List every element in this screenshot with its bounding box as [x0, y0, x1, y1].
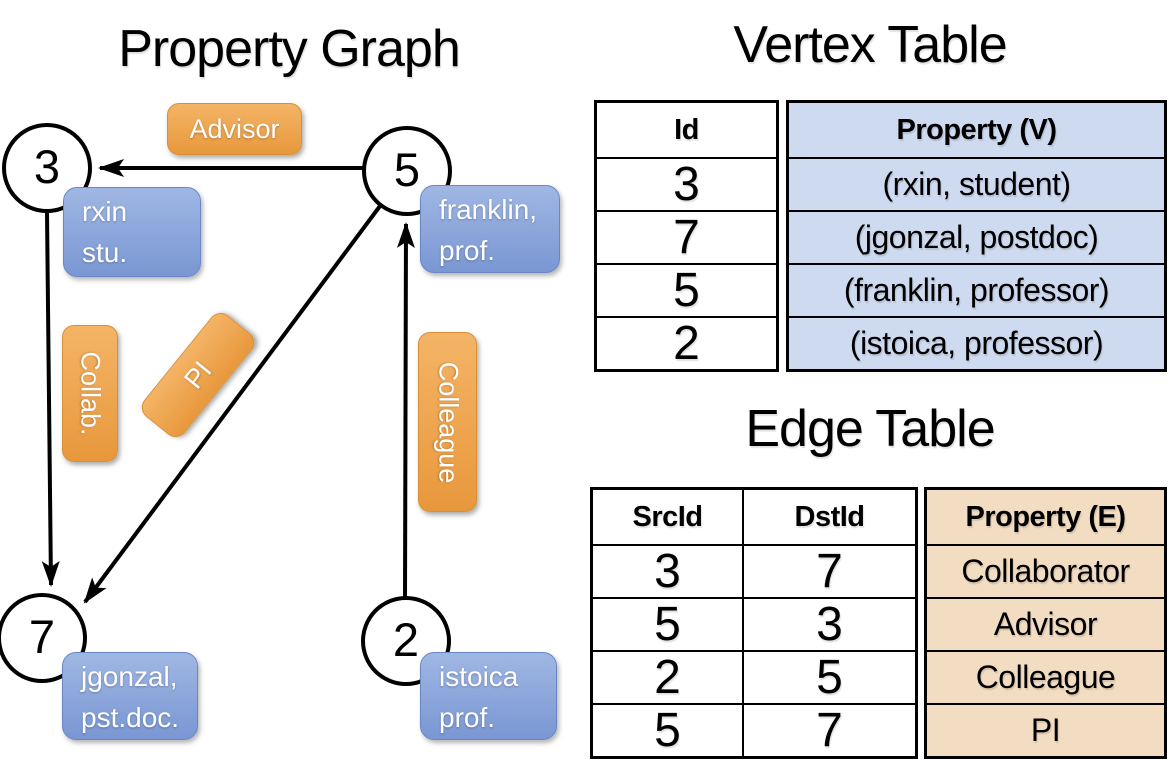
vertex-cell-property: (rxin, student) — [882, 166, 1071, 202]
edge-5-to-7-pi — [83, 204, 382, 604]
edge-label-colleague: Colleague — [418, 332, 477, 512]
edge-label-text: PI — [177, 355, 218, 395]
graph-node-3: 3 — [2, 123, 92, 213]
edge-col-header-dstid: DstId — [742, 490, 915, 544]
node-id: 5 — [393, 143, 421, 196]
vertex-label-jgonzal: jgonzal, pst.doc. — [62, 652, 198, 740]
vertex-table-id-column: Id 3 7 5 2 — [594, 100, 779, 372]
edge-cell-srcid: 5 — [654, 705, 681, 756]
edge-cell-dstid: 7 — [742, 546, 915, 597]
vertex-cell-id: 2 — [673, 318, 700, 369]
edge-cell-dstid: 3 — [742, 599, 915, 650]
graph-title: Property Graph — [118, 20, 461, 78]
node-id: 7 — [28, 610, 56, 663]
vertex-cell-id: 3 — [673, 159, 700, 210]
edge-label-text: Advisor — [189, 113, 280, 144]
edge-cell-dstid: 7 — [742, 705, 915, 756]
vertex-label-line: stu. — [82, 236, 128, 268]
vertex-label-line: istoica — [439, 661, 519, 692]
vertex-col-header-property: Property (V) — [896, 113, 1057, 146]
edge-cell-srcid: 5 — [654, 599, 681, 650]
vertex-label-istoica: istoica prof. — [420, 652, 557, 740]
vertex-cell-property: (franklin, professor) — [843, 272, 1110, 308]
edge-table-title: Edge Table — [745, 400, 995, 458]
graph-node-5: 5 — [362, 126, 452, 216]
vertex-label-line: prof. — [439, 701, 496, 733]
edge-col-header-property: Property (E) — [965, 500, 1126, 533]
vertex-cell-id: 7 — [673, 212, 700, 263]
vertex-col-header-id: Id — [674, 113, 699, 146]
vertex-label-line: rxin — [82, 196, 128, 227]
edge-cell-srcid: 3 — [654, 546, 681, 597]
graph-edges — [41, 159, 415, 604]
edge-col-header-srcid: SrcId — [632, 500, 703, 533]
vertex-cell-property: (istoica, professor) — [849, 325, 1104, 361]
vertex-cell-id: 5 — [673, 265, 700, 316]
edge-label-advisor: Advisor — [167, 103, 302, 155]
edge-cell-property: Advisor — [993, 606, 1098, 642]
vertex-label-franklin: franklin, prof. — [420, 185, 560, 273]
edge-table: SrcId DstId 3 7 5 3 2 5 5 7 Property (E) — [590, 487, 1167, 759]
edge-table-id-columns: SrcId DstId 3 7 5 3 2 5 5 7 — [590, 487, 918, 759]
node-id: 3 — [33, 140, 61, 193]
edge-cell-property: PI — [1030, 712, 1061, 748]
node-id: 2 — [392, 613, 420, 666]
vertex-table-property-column: Property (V) (rxin, student) (jgonzal, p… — [786, 100, 1167, 372]
vertex-label-line: franklin, — [439, 194, 538, 225]
vertex-table-title: Vertex Table — [733, 16, 1007, 74]
edge-label-text: Colleague — [433, 361, 463, 483]
vertex-label-line: pst.doc. — [81, 701, 180, 733]
edge-label-collab: Collab. — [62, 325, 118, 462]
vertex-label-rxin: rxin stu. — [63, 187, 201, 277]
edge-2-to-5-colleague — [396, 222, 415, 599]
table-column-gap — [779, 100, 786, 372]
edge-table-property-column: Property (E) Collaborator Advisor Collea… — [924, 487, 1167, 759]
vertex-table: Id 3 7 5 2 Property (V) (rxin, student) … — [594, 100, 1167, 372]
vertex-label-line: jgonzal, — [81, 661, 178, 692]
edge-3-to-7-collaborator — [41, 212, 60, 587]
edge-cell-property: Colleague — [975, 659, 1116, 695]
edge-cell-dstid: 5 — [742, 652, 915, 703]
vertex-cell-property: (jgonzal, postdoc) — [854, 219, 1099, 255]
vertex-label-line: prof. — [439, 234, 496, 266]
edge-label-text: Collab. — [75, 351, 106, 436]
edge-cell-property: Collaborator — [961, 553, 1130, 589]
edge-cell-srcid: 2 — [654, 652, 681, 703]
